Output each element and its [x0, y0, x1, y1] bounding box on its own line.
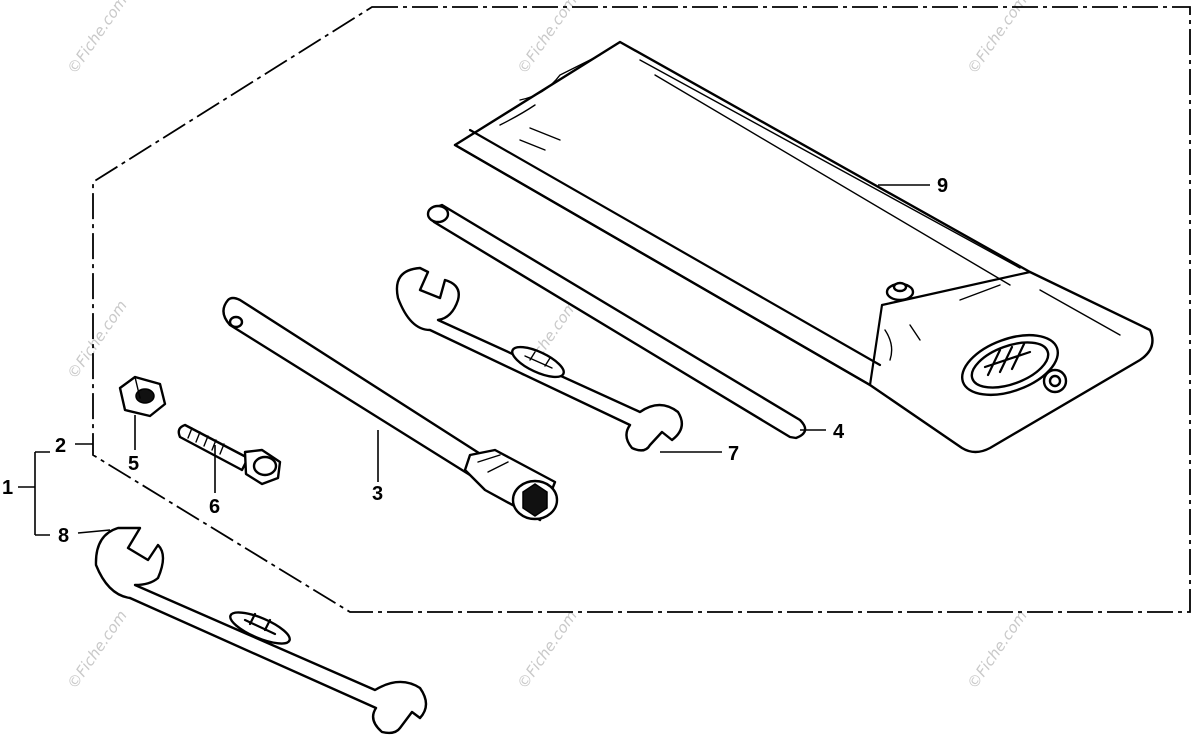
callout-1: 1 — [2, 477, 13, 499]
assembly-boundary — [92, 6, 1191, 613]
callout-7: 7 — [728, 443, 739, 465]
watermark: ©Fiche.com — [514, 607, 581, 692]
callout-6: 6 — [209, 496, 220, 518]
box-spanner — [222, 296, 559, 522]
watermark: ©Fiche.com — [964, 607, 1031, 692]
leader-lines — [18, 184, 930, 536]
wrench-large — [94, 526, 428, 735]
watermark: ©Fiche.com — [964, 0, 1031, 77]
watermark: ©Fiche.com — [64, 0, 131, 77]
callout-3: 3 — [372, 483, 383, 505]
callout-5: 5 — [128, 453, 139, 475]
callout-4: 4 — [833, 421, 845, 443]
bolt — [177, 423, 282, 486]
watermark: ©Fiche.com — [64, 297, 131, 382]
callout-8: 8 — [58, 525, 69, 547]
callout-2: 2 — [55, 435, 66, 457]
watermark: ©Fiche.com — [64, 607, 131, 692]
callouts: 9 4 7 3 5 6 2 8 1 — [2, 175, 948, 547]
nut — [118, 375, 167, 418]
watermark: ©Fiche.com — [514, 0, 581, 77]
rod — [426, 203, 807, 440]
tool-bag — [453, 40, 1154, 454]
callout-9: 9 — [937, 175, 948, 197]
wrench-small — [395, 266, 684, 452]
